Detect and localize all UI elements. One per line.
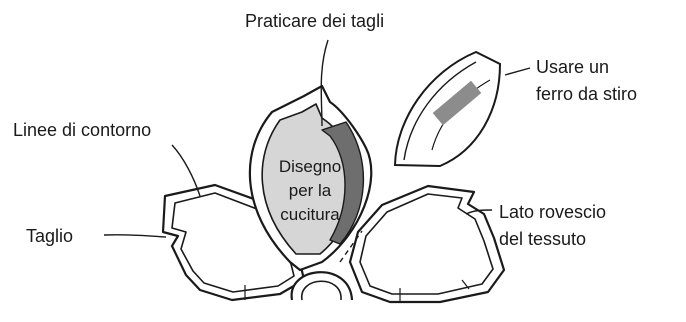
iron-icon (393, 50, 502, 168)
leader-cut-slits (320, 39, 329, 127)
center-piece: Disegno per la cucitura (248, 84, 373, 272)
iron-soleplate-line (403, 61, 477, 161)
right-petal-slit-mark-2 (461, 279, 470, 290)
right-petal-cut-outline (348, 184, 506, 304)
label-use-iron-line2: ferro da stiro (536, 84, 637, 104)
leader-outline-lines (171, 144, 201, 197)
leader-cut (103, 234, 167, 238)
bottom-loop (290, 271, 354, 301)
iron-handle (432, 80, 482, 126)
label-wrong-side-line2: del tessuto (499, 229, 586, 249)
leader-use-iron (504, 67, 531, 76)
folded-edge (321, 121, 365, 245)
right-petal (339, 184, 506, 304)
center-text-line3: cucitura (280, 205, 340, 224)
bottom-loop-inner (301, 280, 342, 301)
leader-wrong-side (465, 209, 493, 215)
label-wrong-side-line1: Lato rovescio (499, 202, 606, 222)
center-text-line2: per la (289, 181, 332, 200)
leader-lines (103, 39, 531, 238)
fold-dashed-line (339, 230, 363, 263)
label-cut: Taglio (26, 226, 73, 246)
center-text-line1: Disegno (279, 157, 341, 176)
label-outline-lines: Linee di contorno (13, 120, 151, 140)
label-use-iron-line1: Usare un (536, 57, 609, 77)
label-cut-slits: Praticare dei tagli (245, 11, 384, 31)
